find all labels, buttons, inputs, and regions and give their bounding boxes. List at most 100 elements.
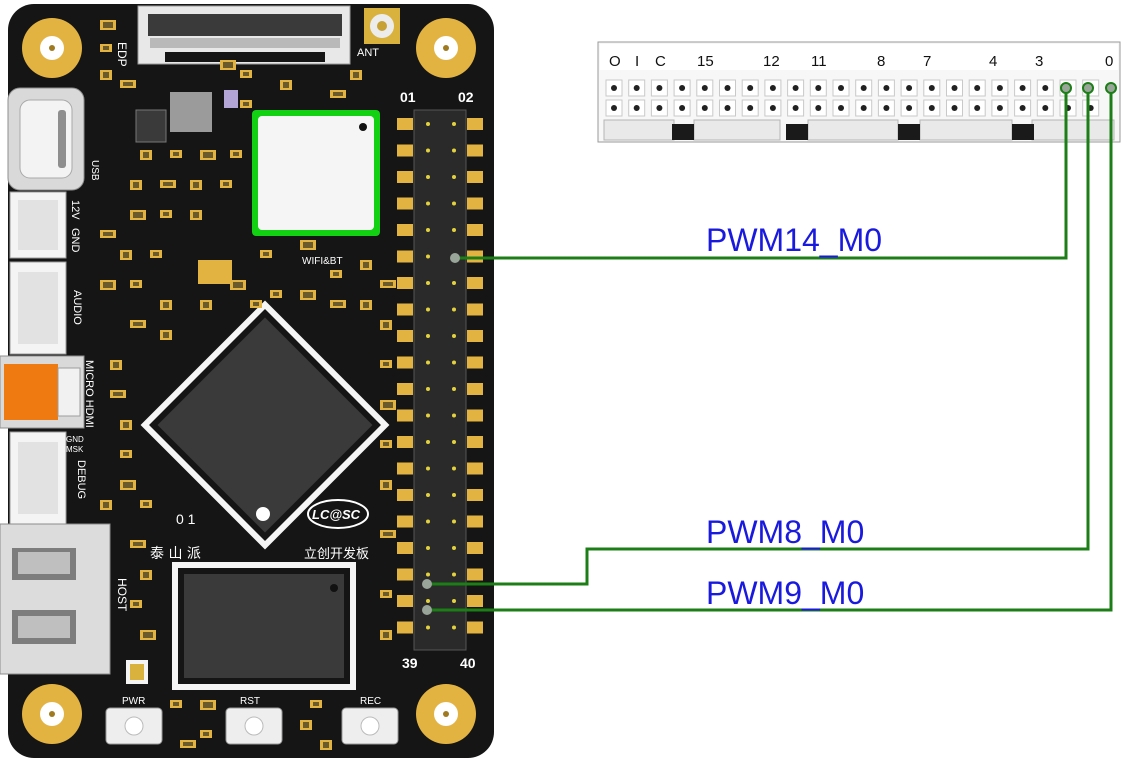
header-pin <box>452 360 456 365</box>
header-pin <box>426 175 430 179</box>
connector-pin <box>679 85 686 91</box>
pin-02-label: 02 <box>458 89 474 105</box>
smd-body <box>333 272 339 276</box>
header-pad <box>397 144 413 157</box>
smd-body <box>363 262 369 268</box>
connector-key <box>786 124 808 140</box>
smd-body <box>383 402 393 408</box>
header-pad <box>467 542 483 554</box>
wire-label-pwm8: PWM8_M0 <box>706 514 864 550</box>
header-pad <box>467 568 483 581</box>
smd-body <box>143 632 153 638</box>
pwr-button[interactable] <box>105 707 163 745</box>
smd-body <box>223 62 233 68</box>
wire-label-pwm14: PWM14_M0 <box>706 222 882 258</box>
mounting-hole <box>22 684 82 744</box>
smd-body <box>193 182 199 188</box>
header-pad <box>397 489 413 501</box>
header-pad <box>467 489 483 501</box>
rec-button[interactable] <box>341 707 399 745</box>
header-pin <box>452 175 456 179</box>
smd-body <box>103 46 109 50</box>
header-pad <box>397 595 413 607</box>
connector-pin <box>838 105 844 111</box>
smd-body <box>173 152 179 156</box>
header-pin <box>452 625 456 630</box>
rec-label: REC <box>360 696 381 707</box>
smd-body <box>133 542 143 546</box>
ant-label: ANT <box>357 47 379 59</box>
smd-body <box>123 252 129 258</box>
header-pin <box>426 519 430 524</box>
smd-body <box>243 102 249 106</box>
connector-pin <box>815 85 822 91</box>
smd-body <box>363 302 369 308</box>
svg-text:LC@SC: LC@SC <box>312 507 361 522</box>
header-pin <box>426 440 430 444</box>
connector-pin <box>724 105 731 111</box>
rst-button[interactable] <box>225 707 283 745</box>
header-pin <box>426 334 430 338</box>
header-pad <box>467 409 483 422</box>
connector-pin <box>679 105 686 111</box>
header-pad <box>397 515 413 528</box>
connector-pin <box>633 105 640 111</box>
header-pin <box>452 201 456 206</box>
wifi-module <box>252 110 380 236</box>
smd-body <box>143 502 149 506</box>
smd-body <box>123 82 133 86</box>
header-pad <box>467 277 483 289</box>
connector-pin <box>1042 85 1049 91</box>
header-pad <box>397 250 413 263</box>
gnd-label: GND <box>69 228 81 253</box>
smd-body <box>303 242 313 248</box>
connector-pin-number: I <box>635 53 639 70</box>
header-pad <box>467 197 483 210</box>
connector-pin <box>1019 85 1026 91</box>
smd-body <box>113 392 123 396</box>
mounting-hole <box>416 684 476 744</box>
smd-body <box>383 442 389 446</box>
smd-body <box>143 152 149 158</box>
header-pin <box>452 572 456 577</box>
header-pin <box>426 201 430 206</box>
smd-body <box>383 532 393 536</box>
connector-pin-number: 7 <box>923 53 931 70</box>
header-pad <box>467 144 483 157</box>
msk-label: MSK <box>66 445 84 454</box>
header-pin <box>452 599 456 603</box>
pin-39-label: 39 <box>402 655 418 671</box>
header-pad <box>467 621 483 634</box>
smd-body <box>153 252 159 256</box>
connector-pin <box>860 85 867 91</box>
connector-latch <box>693 119 781 141</box>
pin-header-40 <box>397 109 483 651</box>
header-pad <box>397 621 413 634</box>
header-pin <box>426 572 430 577</box>
smd-body <box>253 302 259 306</box>
smd-body <box>203 732 209 736</box>
smd-body <box>163 302 169 308</box>
crystal <box>198 260 232 284</box>
header-pin <box>426 466 430 471</box>
header-pad <box>397 330 413 342</box>
connector-pin-number: 4 <box>989 53 997 70</box>
header-pin <box>426 281 430 285</box>
connector-latch <box>603 119 675 141</box>
connector-pin <box>769 105 776 111</box>
smd-components <box>100 20 396 750</box>
wifi-bt-label: WIFI&BT <box>302 256 343 267</box>
inductor <box>170 92 212 132</box>
header-pad <box>397 303 413 316</box>
smd-body <box>123 422 129 428</box>
smd-body <box>103 502 109 508</box>
connector-pin <box>838 85 844 91</box>
smd-body <box>123 482 133 488</box>
header-pad <box>397 383 413 395</box>
wire-pwm8 <box>422 88 1090 589</box>
smd-body <box>133 212 143 218</box>
connector-pin <box>724 85 731 91</box>
connector-pin <box>906 105 913 111</box>
connector-pin <box>747 105 754 111</box>
